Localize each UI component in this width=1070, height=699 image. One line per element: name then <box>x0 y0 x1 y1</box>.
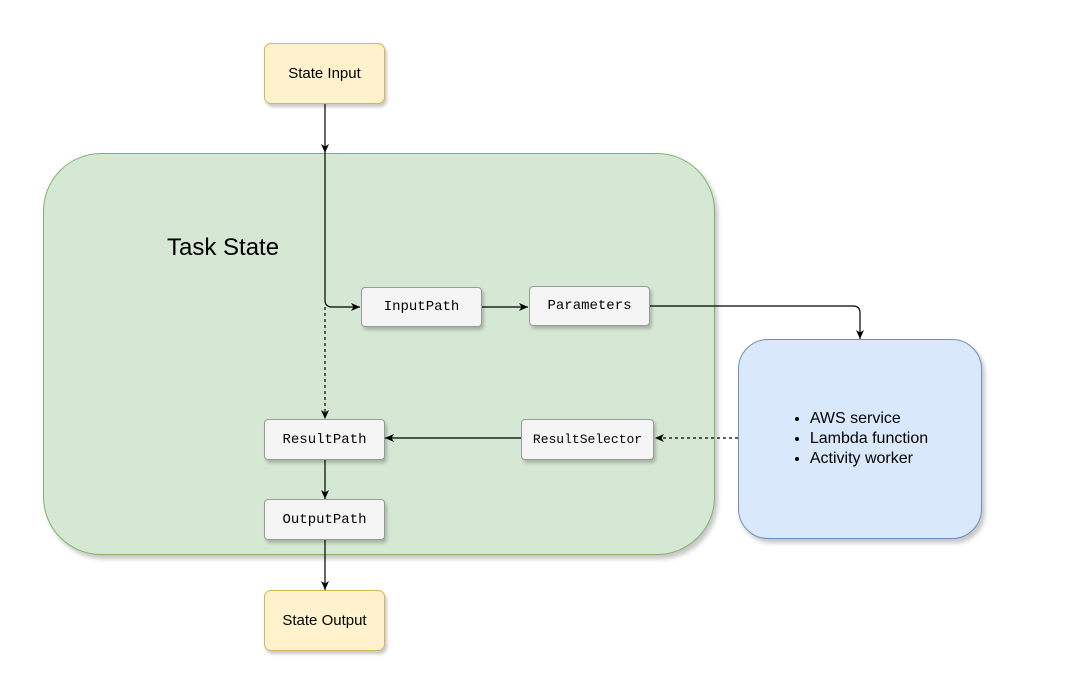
edge-parameters-to-target <box>650 305 864 339</box>
task-target-box: AWS service Lambda function Activity wor… <box>738 339 982 539</box>
task-state-title: Task State <box>167 234 280 261</box>
state-input-node: State Input <box>264 43 385 104</box>
task-state-container <box>43 153 715 555</box>
edge-input-to-inputpath <box>324 153 360 311</box>
target-list: AWS service Lambda function Activity wor… <box>792 409 928 469</box>
target-item: AWS service <box>810 409 928 429</box>
result-path-node: ResultPath <box>264 419 385 460</box>
target-item: Lambda function <box>810 429 928 449</box>
state-output-node: State Output <box>264 590 385 651</box>
result-selector-node: ResultSelector <box>521 419 654 460</box>
parameters-node: Parameters <box>529 286 650 326</box>
input-path-node: InputPath <box>361 287 482 327</box>
target-item: Activity worker <box>810 449 928 469</box>
output-path-node: OutputPath <box>264 499 385 540</box>
